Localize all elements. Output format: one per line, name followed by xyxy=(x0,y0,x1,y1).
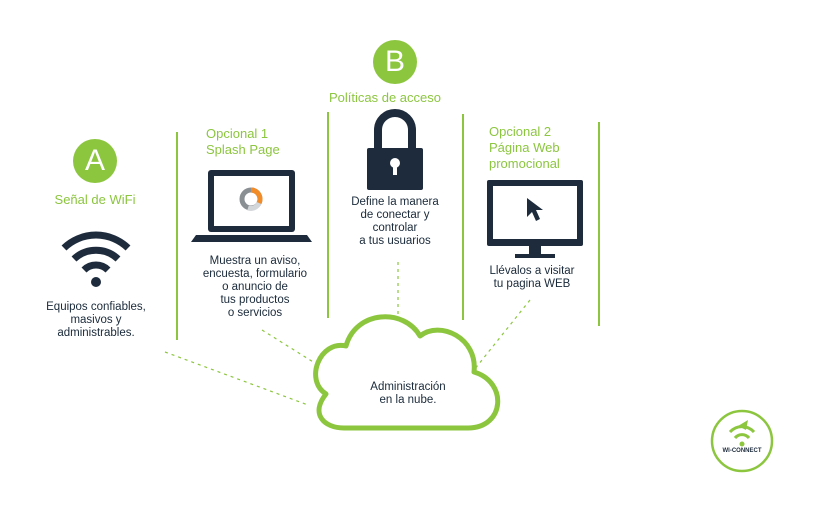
optional-1-title: Opcional 1 Splash Page xyxy=(206,126,280,157)
connector-line xyxy=(473,299,531,371)
section-a-title: Señal de WiFi xyxy=(54,192,136,207)
cursor-icon xyxy=(527,198,543,221)
badge-a-circle xyxy=(73,139,117,183)
badge-b-letter: B xyxy=(384,45,405,78)
optional-2-title: Opcional 2 Página Web promocional xyxy=(489,124,560,171)
badge-a-letter: A xyxy=(84,144,105,177)
optional-1-description: Muestra un aviso, encuesta, formulario o… xyxy=(202,255,308,319)
wifi-icon xyxy=(61,231,131,287)
logo-text: WI-CONNECT xyxy=(722,448,762,454)
cloud-text: Administración en la nube. xyxy=(370,381,446,406)
optional-2-description: Llévalos a visitar tu pagina WEB xyxy=(489,265,575,290)
divider-lines xyxy=(176,112,600,340)
cloud-icon xyxy=(313,314,501,431)
connector-line xyxy=(164,351,309,406)
section-b-title: Políticas de acceso xyxy=(328,90,441,105)
wi-connect-logo-icon xyxy=(710,409,774,473)
lock-icon xyxy=(367,109,423,190)
section-b-description: Define la manera de conectar y controlar… xyxy=(351,196,439,247)
laptop-icon xyxy=(191,170,312,242)
monitor-icon xyxy=(487,180,583,258)
section-a-description: Equipos confiables, masivos y administra… xyxy=(46,301,146,339)
badge-b-circle xyxy=(373,40,417,84)
donut-chart-icon xyxy=(239,187,263,211)
